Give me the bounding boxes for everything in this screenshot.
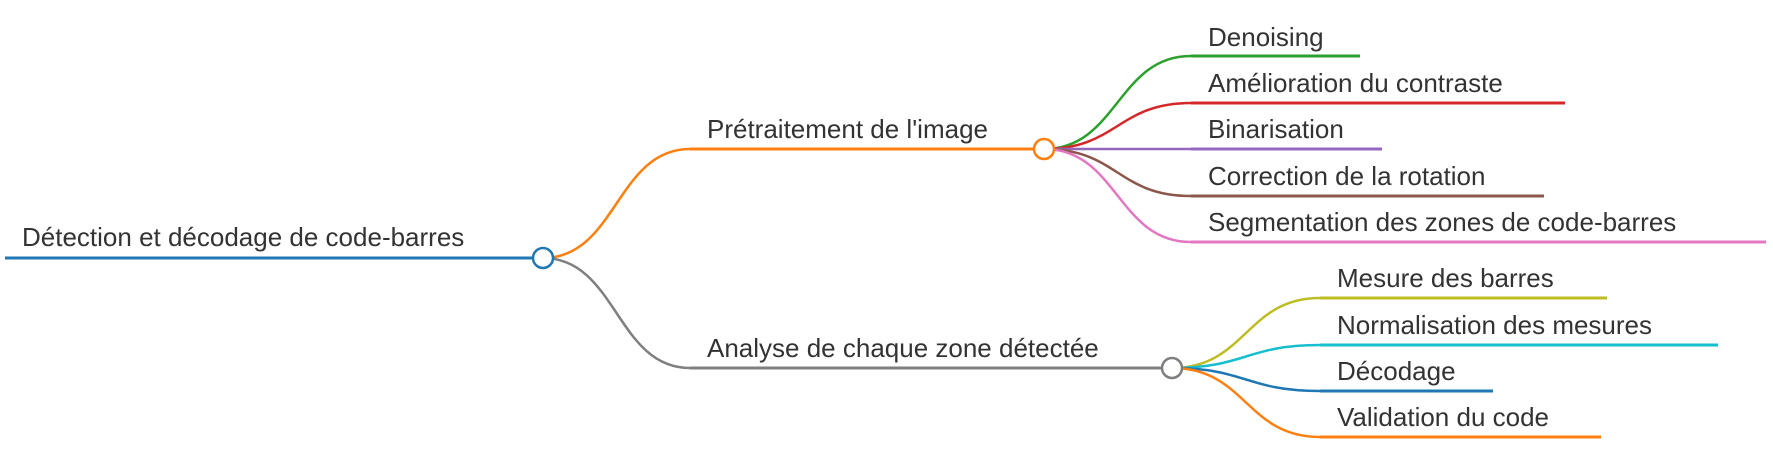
- branch-label: Prétraitement de l'image: [707, 114, 988, 144]
- leaf-label: Correction de la rotation: [1208, 161, 1485, 191]
- leaf-node[interactable]: Denoising: [1191, 22, 1360, 58]
- branch-collapse-toggle[interactable]: [1032, 137, 1056, 161]
- leaf-connector: [1043, 147, 1192, 198]
- leaf-connector: [1043, 101, 1192, 151]
- branch-collapse-toggle[interactable]: [1160, 356, 1184, 380]
- branch-node-pretraitement[interactable]: Prétraitement de l'image: [690, 114, 1056, 161]
- leaf-connector: [1043, 54, 1192, 151]
- leaf-node[interactable]: Normalisation des mesures: [1320, 310, 1718, 347]
- leaf-connector: [1171, 366, 1321, 393]
- leaf-label: Mesure des barres: [1337, 263, 1554, 293]
- leaf-label: Amélioration du contraste: [1208, 68, 1503, 98]
- leaf-connector: [1171, 296, 1321, 370]
- root-collapse-toggle[interactable]: [531, 246, 555, 270]
- leaf-label: Normalisation des mesures: [1337, 310, 1652, 340]
- branch-connector: [542, 256, 691, 370]
- leaf-node[interactable]: Segmentation des zones de code-barres: [1191, 207, 1766, 244]
- leaf-connector: [1043, 147, 1192, 244]
- leaf-connector: [1171, 366, 1321, 439]
- root-node[interactable]: Détection et décodage de code-barres: [5, 222, 555, 270]
- leaf-label: Segmentation des zones de code-barres: [1208, 207, 1676, 237]
- leaf-node[interactable]: Binarisation: [1191, 114, 1382, 151]
- leaf-label: Validation du code: [1337, 402, 1549, 432]
- leaf-node[interactable]: Amélioration du contraste: [1191, 68, 1565, 105]
- leaf-connector: [1171, 343, 1321, 370]
- branch-label: Analyse de chaque zone détectée: [707, 333, 1099, 363]
- leaf-node[interactable]: Mesure des barres: [1320, 263, 1607, 300]
- branch-node-analyse[interactable]: Analyse de chaque zone détectée: [690, 333, 1184, 380]
- nodes-layer: Détection et décodage de code-barres Pré…: [5, 22, 1766, 439]
- root-label: Détection et décodage de code-barres: [22, 222, 464, 252]
- leaf-label: Denoising: [1208, 22, 1324, 52]
- edges-layer: [542, 54, 1321, 439]
- leaf-label: Binarisation: [1208, 114, 1344, 144]
- leaf-label: Décodage: [1337, 356, 1456, 386]
- leaf-node[interactable]: Décodage: [1320, 356, 1493, 393]
- leaf-node[interactable]: Correction de la rotation: [1191, 161, 1544, 198]
- leaf-node[interactable]: Validation du code: [1320, 402, 1601, 439]
- branch-connector: [542, 147, 691, 260]
